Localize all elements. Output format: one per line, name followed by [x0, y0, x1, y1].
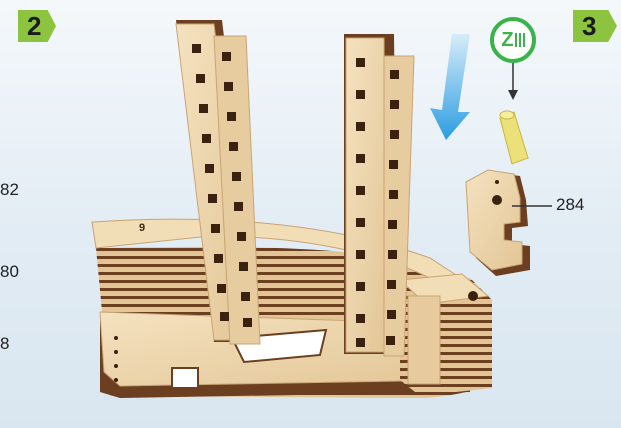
- edge-number-2: 80: [0, 262, 19, 282]
- peg: [500, 111, 528, 164]
- edge-number-1: 82: [0, 180, 19, 200]
- part-number-label: 284: [556, 195, 584, 215]
- tool-label: Z: [501, 29, 513, 51]
- tool-pointer: [508, 63, 518, 100]
- end-block: [400, 274, 492, 396]
- part-284: [466, 170, 552, 276]
- blue-arrow-icon: [430, 34, 470, 140]
- glue-bars: [515, 33, 525, 47]
- right-tower: [344, 34, 414, 356]
- edge-number-3: 8: [0, 334, 9, 354]
- step-badge-3: 3: [573, 10, 617, 42]
- glue-stick-icon: Z: [490, 17, 536, 63]
- engraved-number: 9: [139, 222, 145, 234]
